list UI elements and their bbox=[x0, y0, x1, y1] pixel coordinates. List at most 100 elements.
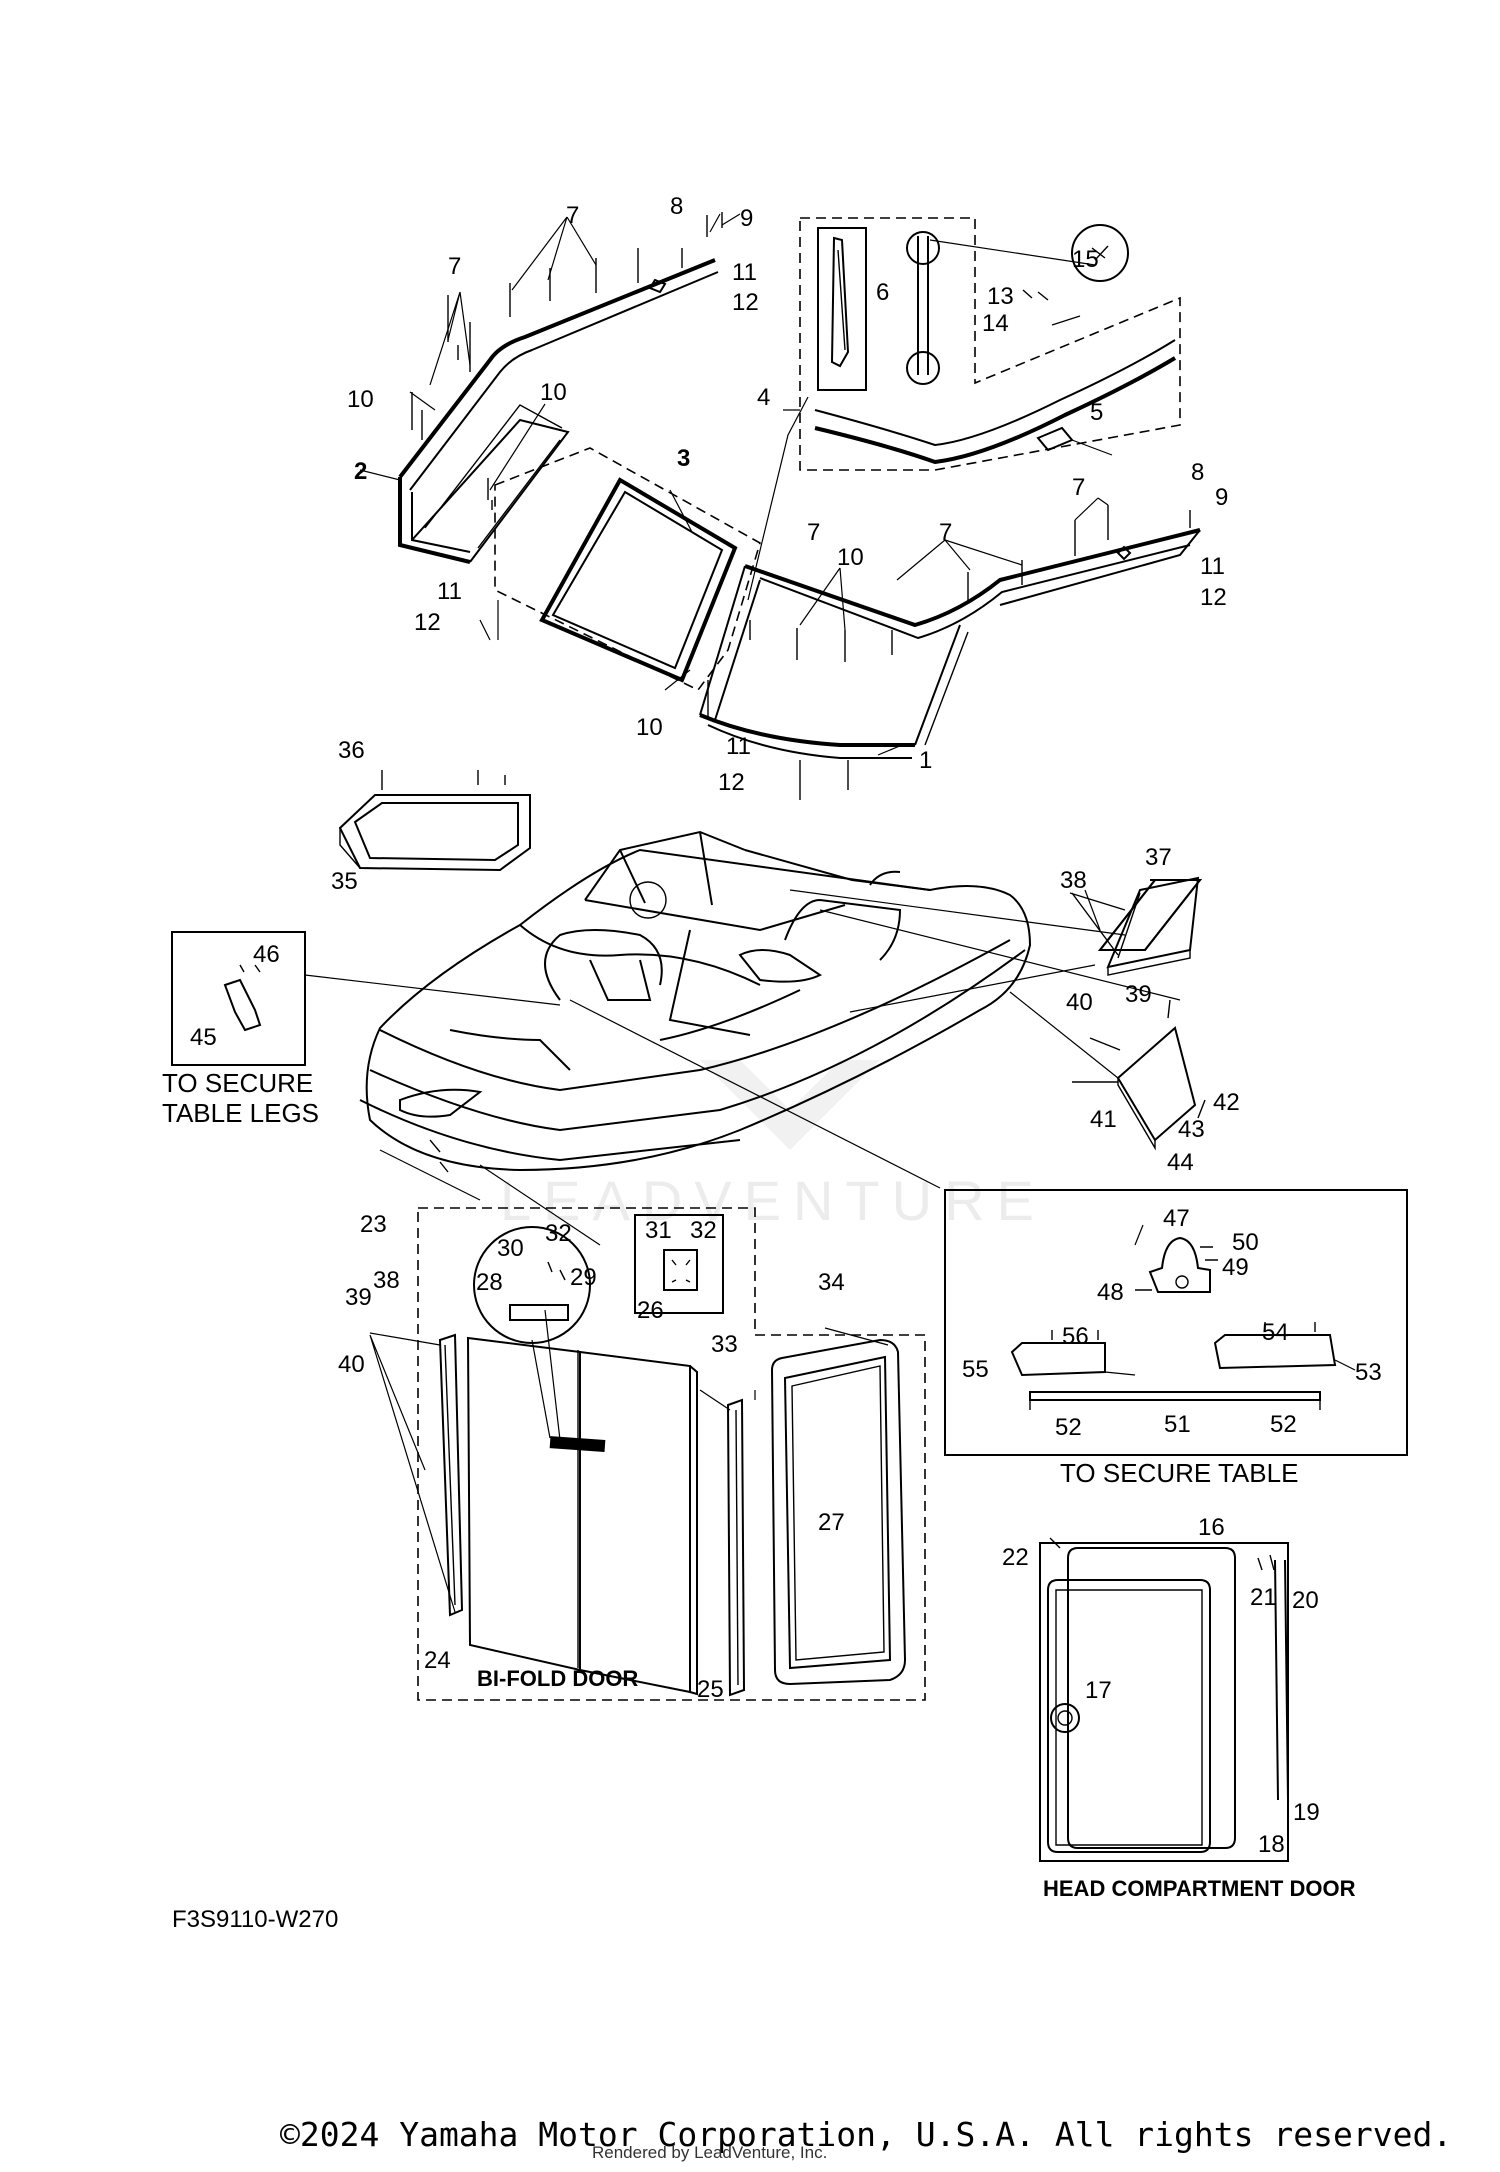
callout-11-lower: 11 bbox=[726, 733, 751, 760]
callout-49: 49 bbox=[1222, 1254, 1249, 1281]
callout-23: 23 bbox=[360, 1211, 387, 1238]
callout-8-top: 8 bbox=[670, 193, 683, 220]
callout-10-lower: 10 bbox=[636, 714, 663, 741]
callout-labels: 1 2 3 4 5 6 7 7 7 7 7 8 8 9 9 10 10 10 1… bbox=[190, 193, 1382, 1858]
callout-11-right: 11 bbox=[1200, 553, 1225, 580]
panel-upper bbox=[1069, 876, 1200, 976]
callout-22: 22 bbox=[1002, 1544, 1029, 1571]
callout-11-top: 11 bbox=[732, 259, 757, 286]
callout-24: 24 bbox=[424, 1647, 451, 1674]
callout-38-top: 38 bbox=[1060, 867, 1087, 894]
secure-table-box bbox=[944, 1189, 1408, 1456]
callout-3: 3 bbox=[677, 445, 690, 472]
callout-50: 50 bbox=[1232, 1229, 1259, 1256]
caption-table-legs-line2: TABLE LEGS bbox=[162, 1098, 319, 1128]
callout-47: 47 bbox=[1163, 1205, 1190, 1232]
callout-36: 36 bbox=[338, 737, 365, 764]
callout-27: 27 bbox=[818, 1509, 845, 1536]
callout-42: 42 bbox=[1213, 1089, 1240, 1116]
callout-12-right: 12 bbox=[1200, 584, 1227, 611]
callout-46: 46 bbox=[253, 941, 280, 968]
rendered-by: Rendered by LeadVenture, Inc. bbox=[592, 2143, 827, 2162]
callout-32-circle: 32 bbox=[545, 1220, 572, 1247]
callout-25: 25 bbox=[697, 1676, 724, 1703]
boat-hull bbox=[359, 830, 1032, 1173]
callout-6: 6 bbox=[876, 279, 889, 306]
callout-51: 51 bbox=[1164, 1411, 1191, 1438]
copyright-notice: ©2024 Yamaha Motor Corporation, U.S.A. A… bbox=[280, 2115, 1452, 2154]
caption-bi-fold-door: BI-FOLD DOOR bbox=[477, 1666, 638, 1691]
callout-12-left: 12 bbox=[414, 609, 441, 636]
callout-26: 26 bbox=[637, 1297, 664, 1324]
callout-1: 1 bbox=[919, 747, 932, 774]
callout-29: 29 bbox=[570, 1264, 597, 1291]
callout-14: 14 bbox=[982, 310, 1009, 337]
caption-head-compartment-door: HEAD COMPARTMENT DOOR bbox=[1043, 1876, 1356, 1901]
callout-39-top: 39 bbox=[1125, 981, 1152, 1008]
callout-8-right: 8 bbox=[1191, 459, 1204, 486]
callout-4: 4 bbox=[757, 384, 770, 411]
inset-box-table-legs bbox=[171, 931, 306, 1066]
callout-28: 28 bbox=[476, 1269, 503, 1296]
callout-40-left: 40 bbox=[338, 1351, 365, 1378]
panel-lower bbox=[1072, 999, 1206, 1151]
panel-37 bbox=[1097, 879, 1203, 951]
windshield-fasteners bbox=[411, 212, 1191, 800]
windshield-center-glass bbox=[494, 447, 761, 692]
callout-10-center: 10 bbox=[837, 544, 864, 571]
callout-9-top: 9 bbox=[740, 205, 753, 232]
hull-leaders bbox=[304, 889, 1181, 1246]
callout-2: 2 bbox=[354, 458, 367, 485]
caption-secure-table: TO SECURE TABLE bbox=[1060, 1458, 1298, 1488]
callout-52-right: 52 bbox=[1270, 1411, 1297, 1438]
callout-30: 30 bbox=[497, 1235, 524, 1262]
callout-41: 41 bbox=[1090, 1106, 1117, 1133]
callout-38-left: 38 bbox=[373, 1267, 400, 1294]
callout-7-top: 7 bbox=[566, 202, 579, 229]
callout-leaders bbox=[359, 213, 1356, 1376]
callout-32-box: 32 bbox=[690, 1217, 717, 1244]
callout-34: 34 bbox=[818, 1269, 845, 1296]
diagram-code: F3S9110-W270 bbox=[172, 1906, 338, 1933]
callout-54: 54 bbox=[1262, 1319, 1289, 1346]
storage-bin-35 bbox=[338, 770, 531, 872]
callout-37: 37 bbox=[1145, 844, 1172, 871]
callout-13: 13 bbox=[987, 283, 1014, 310]
callout-44: 44 bbox=[1167, 1149, 1194, 1176]
callout-40-top: 40 bbox=[1066, 989, 1093, 1016]
callout-19: 19 bbox=[1293, 1799, 1320, 1826]
callout-17: 17 bbox=[1085, 1677, 1112, 1704]
bi-fold-door-group bbox=[369, 1207, 926, 1701]
callout-55: 55 bbox=[962, 1356, 989, 1383]
callout-43: 43 bbox=[1178, 1116, 1205, 1143]
callout-21: 21 bbox=[1250, 1584, 1277, 1611]
captions: TO SECURE TABLE LEGS TO SECURE TABLE BI-… bbox=[162, 1068, 1452, 2162]
callout-45: 45 bbox=[190, 1024, 217, 1051]
callout-9-right: 9 bbox=[1215, 484, 1228, 511]
callout-53: 53 bbox=[1355, 1359, 1382, 1386]
callout-39-left: 39 bbox=[345, 1284, 372, 1311]
callout-52-left: 52 bbox=[1055, 1414, 1082, 1441]
callout-7-right: 7 bbox=[939, 519, 952, 546]
windshield-right-frame bbox=[699, 528, 1201, 759]
callout-12-top: 12 bbox=[732, 289, 759, 316]
callout-16: 16 bbox=[1198, 1514, 1225, 1541]
callout-20: 20 bbox=[1292, 1587, 1319, 1614]
watermark: LEADVENTURE bbox=[500, 1060, 1046, 1232]
callout-7-far-right: 7 bbox=[1072, 474, 1085, 501]
inset-bracket-box bbox=[817, 227, 867, 391]
callout-35: 35 bbox=[331, 868, 358, 895]
callout-7-left: 7 bbox=[448, 253, 461, 280]
callout-15: 15 bbox=[1072, 246, 1099, 273]
watermark-text: LEADVENTURE bbox=[500, 1169, 1046, 1232]
callout-11-left: 11 bbox=[437, 578, 462, 605]
callout-5: 5 bbox=[1090, 399, 1103, 426]
callout-12-lower: 12 bbox=[718, 769, 745, 796]
windshield-left-frame bbox=[398, 258, 719, 564]
callout-10-left: 10 bbox=[347, 386, 374, 413]
hinge-detail-box bbox=[634, 1214, 724, 1314]
callout-10-upper: 10 bbox=[540, 379, 567, 406]
callout-56: 56 bbox=[1062, 1323, 1089, 1350]
